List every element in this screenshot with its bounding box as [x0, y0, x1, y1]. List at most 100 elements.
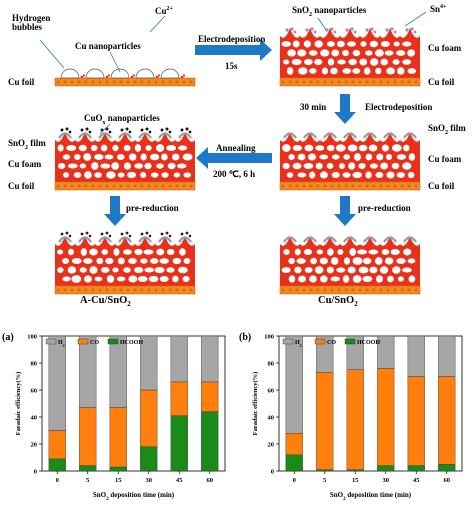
cu-foil-step4-dot: [91, 184, 95, 188]
x-tick-label: 5: [86, 477, 90, 484]
cu-nanoparticle-reduced: [168, 234, 172, 238]
arrow-down-electrodeposition: [340, 94, 350, 114]
cu-foam-step3-pore: [343, 154, 350, 160]
sno2-nanoparticle: [345, 28, 349, 32]
cu-foil-step2-dot: [372, 80, 376, 84]
cu-foam-product-left-pore: [172, 275, 179, 283]
cu-foil-product-left-dot: [182, 288, 186, 292]
cu-foam-step3-pore: [352, 171, 363, 179]
cu-foil-product-left-dot: [161, 288, 165, 292]
bar-h2-5: [316, 335, 334, 373]
x-tick-label: 60: [444, 477, 451, 484]
cuox-nanoparticle: [128, 130, 132, 134]
cu-foam-step3-pore: [319, 171, 328, 179]
cu-foam-step3-pore: [396, 154, 407, 160]
cu-foil-step3-dot: [330, 184, 334, 188]
y-tick-label: 100: [27, 334, 37, 341]
cu-foam-product-left-pore: [183, 258, 191, 264]
cu-foil-step1-dot: [98, 80, 102, 84]
cu-foil-step2-dot: [358, 80, 362, 84]
sno2-nanoparticle: [410, 27, 414, 31]
cu-foam-step4-pore: [74, 154, 81, 160]
legend-label-co: CO: [327, 340, 336, 346]
cu-foam-product-right-pore: [294, 248, 301, 256]
cu-foam-step4-pore: [111, 162, 120, 170]
cu-foam-step2-pore: [283, 59, 290, 65]
cu-foam-product-left-pore: [112, 267, 119, 273]
cu-foam-step4-pore: [100, 163, 111, 169]
cu-foam-step2-pore: [370, 58, 379, 66]
x-tick-label: 5: [323, 477, 327, 484]
bar-h2-30: [377, 335, 395, 369]
bar-hcooh-15: [346, 469, 364, 472]
arrow-electrodeposition: [195, 45, 262, 55]
cu-nanoparticle-reduced: [180, 232, 184, 236]
cu-foam-product-left-pore: [62, 258, 70, 264]
cuox-nanoparticle: [140, 128, 144, 132]
sno2-nanoparticle: [405, 28, 409, 32]
cu-nanoparticle-reduced: [105, 231, 109, 235]
cu-foam-product-left-pore: [116, 276, 126, 282]
cu-foam-product-left-pore: [166, 248, 175, 256]
cu-foam-product-left-pore: [105, 257, 114, 265]
legend-label-h2: H2: [58, 340, 65, 348]
cu-foam-step3-pore: [391, 162, 400, 170]
bar-hcooh-5: [79, 465, 97, 472]
bar-co-60: [438, 376, 456, 465]
cu-foil-step1-dot: [56, 80, 60, 84]
cu-foil-step1-dot: [70, 80, 74, 84]
cu-nanoparticle-reduced: [85, 231, 89, 235]
cu-foam-product-right-pore: [349, 248, 356, 256]
cu-foam-product-right-pore: [362, 275, 373, 283]
bar-h2-60: [201, 335, 219, 383]
cu-foam-step2-pore: [309, 68, 317, 74]
cu-foam-step3-pore: [319, 154, 329, 160]
cu-foam-step2-pore: [337, 40, 345, 48]
cu-nanoparticle-reduced: [88, 234, 92, 238]
cu-foam-step4-pore: [79, 163, 87, 169]
cu-foil-product-left-dot: [98, 288, 102, 292]
cu-foam-product-left-pore: [84, 275, 92, 283]
cu-foam-step3-pore: [342, 172, 351, 178]
cu-foam-step2-pore: [369, 40, 378, 48]
cu-foam-product-left-pore: [94, 276, 103, 282]
pre-reduction-label-left: pre-reduction: [126, 203, 179, 213]
cu-foam-step3-pore: [381, 144, 389, 152]
cu-foam-step4-pore: [156, 163, 164, 169]
cu-foil-step2-dot: [309, 80, 313, 84]
bar-h2-15: [109, 335, 127, 408]
sno2-nanoparticle: [390, 27, 394, 31]
arrow-annealing: [206, 153, 272, 163]
cu-foam-step4-pore: [155, 144, 165, 152]
cu-foil-product-right: [279, 285, 421, 295]
cu-foil-label-4: Cu foil: [8, 181, 35, 191]
cu-foil-step4-dot: [147, 184, 151, 188]
cu-foam-product-left-pore: [128, 275, 138, 283]
cu-foil-step3-dot: [365, 184, 369, 188]
cu-foil-step4-dot: [126, 184, 130, 188]
cu-foil-step2-dot: [414, 80, 418, 84]
hydrogen-bubble: [160, 68, 180, 79]
cu-foam-step3-pore: [297, 153, 306, 161]
sno2-film-tip: [78, 236, 92, 243]
pointer-line: [99, 123, 111, 135]
cu-foam-step2-pore: [380, 41, 390, 47]
cu-foam-step2-pore: [281, 41, 292, 47]
cu-foam-step3-pore: [365, 153, 373, 161]
cu-foam-product-right-pore: [407, 258, 416, 264]
cu-foil-step4-dot: [77, 184, 81, 188]
cu-foil-step3-dot: [372, 184, 376, 188]
cu-foam-step4-pore: [182, 153, 193, 161]
hydrogen-bubble: [110, 68, 130, 79]
sno2-nanoparticle: [290, 27, 294, 31]
cu-foam-step3-pore: [288, 153, 295, 161]
cu-foil-product-left-dot: [56, 288, 60, 292]
cu-foam-step2-pore: [360, 41, 367, 47]
sno2-film-tip: [323, 132, 337, 139]
pointer-line: [109, 51, 121, 73]
legend-label-h2: H2: [295, 340, 302, 348]
sno2-nanoparticle: [353, 30, 357, 34]
cu-foil-step3-dot: [386, 184, 390, 188]
cu-foam-product-left-pore: [133, 266, 144, 274]
cu-foil-product-left-dot: [133, 288, 137, 292]
